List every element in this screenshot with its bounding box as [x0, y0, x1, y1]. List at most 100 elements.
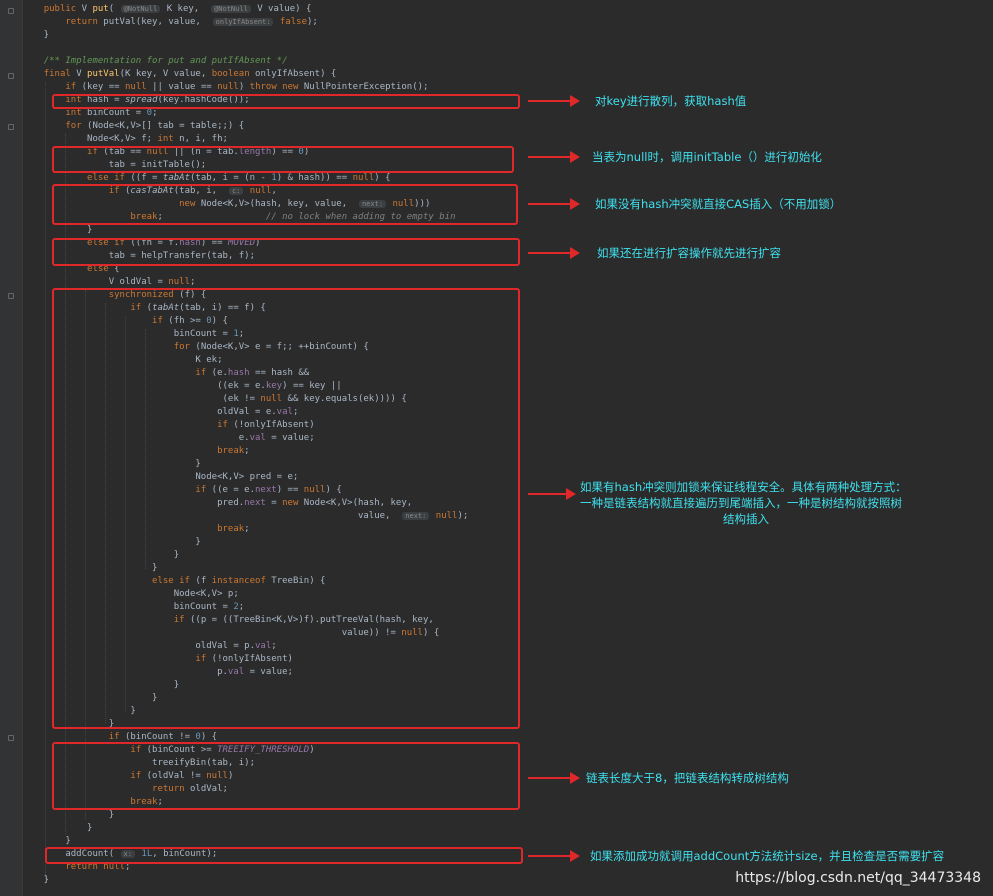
code-line[interactable]: else if ((fh = f.hash) == MOVED): [87, 238, 261, 248]
code-line[interactable]: if (tab == null || (n = tab.length) == 0…: [87, 147, 310, 157]
annotation-synchronized-line2: 一种是链表结构就直接遍历到尾端插入，一种是树结构就按照树: [580, 496, 902, 510]
code-line[interactable]: tab = helpTransfer(tab, f);: [22, 251, 255, 261]
indent-guide: [45, 82, 46, 879]
indent-guide: [85, 290, 86, 820]
highlight-box-help-transfer: [52, 238, 520, 266]
code-line[interactable]: synchronized (f) {: [108, 290, 207, 300]
code-line[interactable]: }: [22, 225, 93, 235]
annotation-help-transfer: 如果还在进行扩容操作就先进行扩容: [597, 246, 781, 260]
code-line[interactable]: if (e.hash == hash &&: [195, 368, 310, 378]
code-line[interactable]: }: [22, 719, 115, 729]
arrow-synchronized: [528, 488, 576, 500]
code-line[interactable]: (ek != null && key.equals(ek)))) {: [22, 394, 407, 404]
code-line[interactable]: if (!onlyIfAbsent): [217, 420, 315, 430]
code-line[interactable]: if (binCount != 0) {: [108, 732, 218, 742]
code-line[interactable]: }: [22, 537, 201, 547]
editor-gutter: [0, 0, 23, 896]
highlight-box-spread: [52, 94, 520, 109]
code-line[interactable]: break; // no lock when adding to empty b…: [130, 212, 456, 222]
code-line[interactable]: new Node<K,V>(hash, key, value, next: nu…: [179, 199, 431, 209]
code-line[interactable]: int hash = spread(key.hashCode());: [65, 95, 250, 105]
code-line[interactable]: value, next: null);: [22, 511, 469, 521]
code-line[interactable]: break;: [217, 524, 250, 534]
arrow-cas-insert: [528, 198, 580, 210]
code-line[interactable]: }: [22, 836, 71, 846]
code-line[interactable]: break;: [130, 797, 163, 807]
code-line[interactable]: e.val = value;: [22, 433, 315, 443]
code-line[interactable]: p.val = value;: [22, 667, 293, 677]
code-line[interactable]: if (fh >= 0) {: [152, 316, 228, 326]
indent-guide: [105, 303, 106, 723]
code-line[interactable]: binCount = 1;: [22, 329, 245, 339]
code-line[interactable]: return null;: [65, 862, 131, 872]
code-line[interactable]: Node<K,V> f; int n, i, fh;: [22, 134, 228, 144]
highlight-box-synchronized: [52, 288, 520, 729]
code-line[interactable]: if (casTabAt(tab, i, c: null,: [108, 186, 277, 196]
code-line[interactable]: binCount = 2;: [22, 602, 245, 612]
code-line[interactable]: }: [22, 30, 50, 40]
code-line[interactable]: }: [22, 875, 50, 885]
code-line[interactable]: }: [22, 550, 180, 560]
indent-guide: [65, 134, 66, 834]
code-line[interactable]: treeifyBin(tab, i);: [22, 758, 255, 768]
code-line[interactable]: }: [22, 823, 93, 833]
code-line[interactable]: public V put( @NotNull K key, @NotNull V…: [43, 4, 312, 14]
code-line[interactable]: V oldVal = null;: [22, 277, 196, 287]
code-line[interactable]: if ((e = e.next) == null) {: [195, 485, 342, 495]
annotation-add-count: 如果添加成功就调用addCount方法统计size，并且检查是否需要扩容: [590, 849, 945, 863]
fold-marker-icon[interactable]: [8, 293, 14, 299]
arrow-help-transfer: [528, 247, 580, 259]
code-line[interactable]: return putVal(key, value, onlyIfAbsent: …: [65, 17, 318, 27]
code-line[interactable]: /** Implementation for put and putIfAbse…: [43, 56, 288, 66]
code-line[interactable]: }: [22, 693, 158, 703]
code-line[interactable]: }: [22, 459, 201, 469]
code-line[interactable]: if (oldVal != null): [130, 771, 234, 781]
code-line[interactable]: for (Node<K,V> e = f;; ++binCount) {: [173, 342, 369, 352]
code-line[interactable]: oldVal = p.val;: [22, 641, 277, 651]
fold-marker-icon[interactable]: [8, 73, 14, 79]
code-line[interactable]: Node<K,V> p;: [22, 589, 239, 599]
annotation-init-table: 当表为null时，调用initTable（）进行初始化: [592, 150, 822, 164]
code-line[interactable]: tab = initTable();: [22, 160, 207, 170]
highlight-box-cas-insert: [52, 184, 518, 225]
code-line[interactable]: K ek;: [22, 355, 223, 365]
code-line[interactable]: if ((p = ((TreeBin<K,V>)f).putTreeVal(ha…: [173, 615, 434, 625]
fold-marker-icon[interactable]: [8, 735, 14, 741]
code-line[interactable]: }: [22, 810, 115, 820]
code-line[interactable]: for (Node<K,V>[] tab = table;;) {: [65, 121, 245, 131]
highlight-box-init-table: [52, 146, 514, 173]
fold-marker-icon[interactable]: [8, 124, 14, 130]
annotation-treeify: 链表长度大于8，把链表结构转成树结构: [586, 771, 789, 785]
annotation-synchronized-line3: 结构插入: [723, 512, 769, 526]
code-line[interactable]: int binCount = 0;: [65, 108, 158, 118]
highlight-box-treeify: [52, 742, 520, 810]
code-line[interactable]: if (binCount >= TREEIFY_THRESHOLD): [130, 745, 315, 755]
fold-marker-icon[interactable]: [8, 8, 14, 14]
code-line[interactable]: ((ek = e.key) == key ||: [22, 381, 342, 391]
code-line[interactable]: }: [22, 563, 158, 573]
code-line[interactable]: Node<K,V> pred = e;: [22, 472, 299, 482]
code-line[interactable]: if (!onlyIfAbsent): [195, 654, 293, 664]
highlight-box-add-count: [45, 847, 523, 864]
code-line[interactable]: else {: [87, 264, 120, 274]
arrow-spread: [528, 95, 580, 107]
code-line[interactable]: oldVal = e.val;: [22, 407, 299, 417]
code-line[interactable]: final V putVal(K key, V value, boolean o…: [43, 69, 337, 79]
code-line[interactable]: break;: [217, 446, 250, 456]
arrow-treeify: [528, 772, 580, 784]
code-line[interactable]: else if (f instanceof TreeBin) {: [152, 576, 326, 586]
code-line[interactable]: if (key == null || value == null) throw …: [65, 82, 429, 92]
code-line[interactable]: else if ((f = tabAt(tab, i = (n - 1) & h…: [87, 173, 391, 183]
code-line[interactable]: }: [22, 706, 136, 716]
code-line[interactable]: return oldVal;: [152, 784, 228, 794]
code-line[interactable]: addCount( x: 1L, binCount);: [22, 849, 218, 859]
code-line[interactable]: }: [22, 680, 180, 690]
annotation-cas-insert: 如果没有hash冲突就直接CAS插入（不用加锁）: [595, 197, 842, 211]
code-line[interactable]: if (tabAt(tab, i) == f) {: [130, 303, 266, 313]
code-line[interactable]: value)) != null) {: [22, 628, 440, 638]
code-line[interactable]: pred.next = new Node<K,V>(hash, key,: [22, 498, 413, 508]
annotation-spread: 对key进行散列，获取hash值: [595, 94, 747, 108]
arrow-init-table: [528, 151, 580, 163]
arrow-add-count: [528, 850, 580, 862]
